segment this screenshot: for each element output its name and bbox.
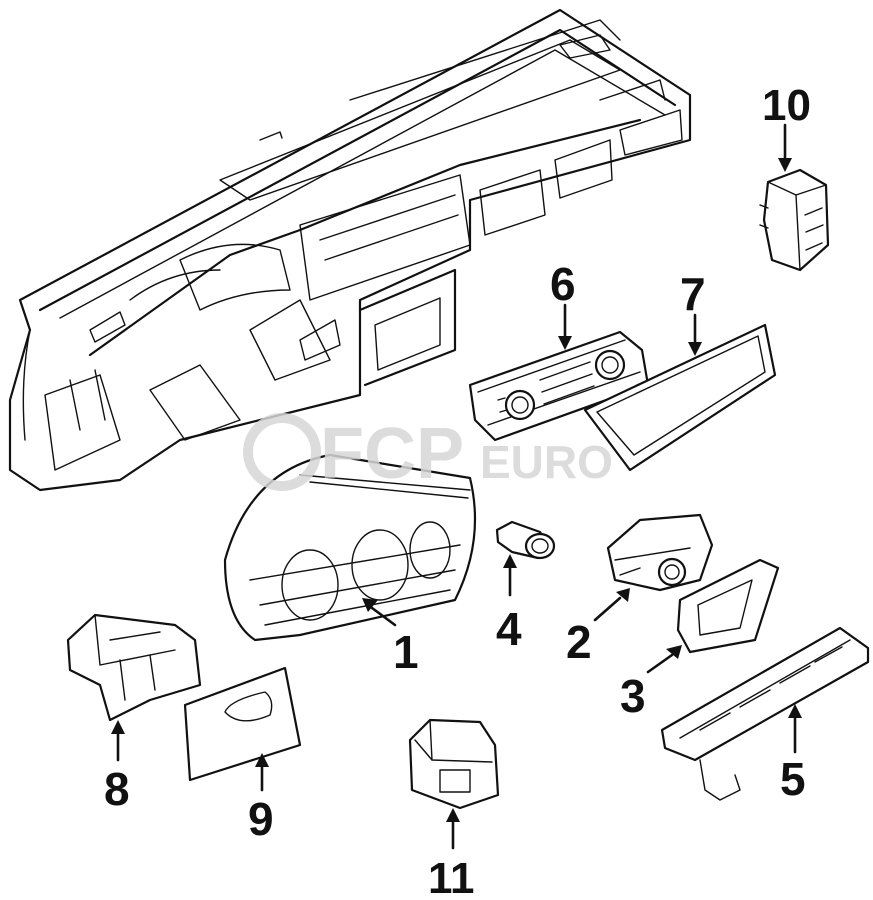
callout-6: 6 xyxy=(550,258,576,310)
part-11-switch xyxy=(408,718,500,810)
part-6-climate-control xyxy=(468,330,650,442)
callout-10: 10 xyxy=(762,81,811,130)
callout-2: 2 xyxy=(566,616,592,668)
callout-7: 7 xyxy=(680,268,706,320)
dashboard-assembly xyxy=(8,8,692,492)
part-9-trim-cover xyxy=(183,666,302,782)
watermark-main: FCP xyxy=(320,414,464,494)
callout-3: 3 xyxy=(620,670,646,722)
callout-9: 9 xyxy=(248,793,274,845)
leader-arrows xyxy=(111,123,802,850)
part-4-start-button xyxy=(495,520,556,560)
callout-5: 5 xyxy=(780,753,806,805)
part-5-switch-strip xyxy=(660,626,870,801)
part-7-trim-panel xyxy=(583,323,777,472)
watermark-suffix: EURO xyxy=(480,436,613,488)
watermark-logo: FCP EURO xyxy=(243,413,613,494)
callout-4: 4 xyxy=(496,603,522,655)
callout-1: 1 xyxy=(393,626,419,678)
part-10-switch-module xyxy=(759,168,830,272)
part-2-light-switch xyxy=(606,513,714,592)
part-3-switch-bezel xyxy=(676,558,780,654)
callout-11: 11 xyxy=(428,854,475,900)
callout-8: 8 xyxy=(104,763,130,815)
part-8-switch-bracket xyxy=(66,613,202,722)
callout-labels: 10 6 7 1 4 2 3 5 8 9 11 xyxy=(104,81,811,900)
part-1-instrument-cluster xyxy=(223,453,477,642)
